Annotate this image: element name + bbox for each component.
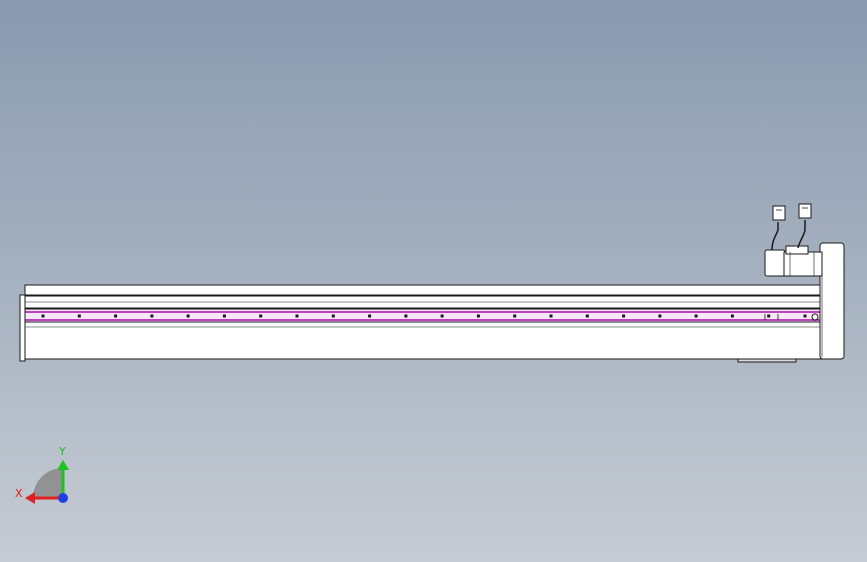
cable-connectors[interactable] [772, 203, 812, 221]
bottom-foot [737, 358, 797, 363]
belt-marker [222, 314, 226, 318]
belt-marker [295, 314, 299, 318]
belt-marker [476, 314, 480, 318]
belt-markers [41, 314, 807, 318]
belt-marker [404, 314, 408, 318]
left-end-cap [19, 294, 26, 362]
x-axis-label: X [15, 487, 23, 500]
belt-marker [585, 314, 589, 318]
belt-marker [150, 314, 154, 318]
belt-marker [513, 314, 517, 318]
belt-marker [77, 314, 81, 318]
belt-marker [803, 314, 807, 318]
belt-marker [368, 314, 372, 318]
lower-body [21, 321, 823, 360]
belt-marker [114, 314, 118, 318]
motor-rear-cap [764, 249, 786, 277]
y-axis-head [57, 460, 69, 470]
belt-marker [658, 314, 662, 318]
belt-marker [186, 314, 190, 318]
pulley-bolt [811, 313, 819, 321]
right-end-housing [819, 242, 845, 360]
triad-plane [33, 468, 63, 498]
motor-cables[interactable] [771, 220, 806, 251]
top-cover-plate [24, 284, 822, 296]
belt-marker [331, 314, 335, 318]
belt-marker [767, 314, 771, 318]
servo-motor[interactable] [764, 245, 823, 277]
belt-marker [549, 314, 553, 318]
belt-marker [694, 314, 698, 318]
belt-marker [730, 314, 734, 318]
connector-left [772, 205, 786, 221]
belt-marker [622, 314, 626, 318]
belt-marker [259, 314, 263, 318]
z-axis-dot [58, 493, 68, 503]
y-axis-label: Y [58, 445, 66, 458]
connector-right [798, 203, 812, 219]
actuator-assembly[interactable] [19, 242, 845, 363]
reference-triad[interactable]: Y X [15, 445, 69, 504]
x-axis-head [25, 492, 35, 504]
motor-top-box [785, 245, 809, 255]
cable-right [797, 220, 806, 249]
belt-marker [41, 314, 45, 318]
belt-marker [440, 314, 444, 318]
cable-left [771, 222, 779, 251]
